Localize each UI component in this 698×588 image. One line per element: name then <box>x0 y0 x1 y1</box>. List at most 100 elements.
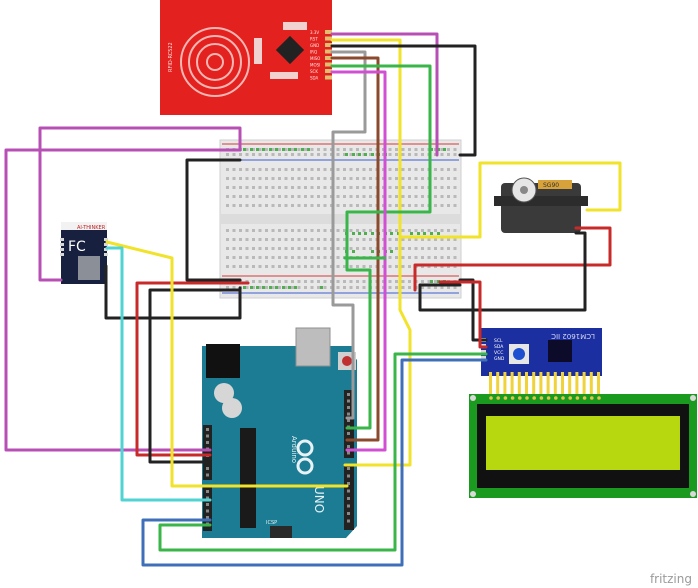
i2c-header-pin <box>575 372 579 394</box>
breadboard-hole <box>434 247 437 250</box>
breadboard-hole <box>252 280 255 283</box>
breadboard-hole <box>336 229 340 232</box>
breadboard-hole <box>271 204 275 207</box>
breadboard-hole <box>258 153 262 156</box>
breadboard-hole <box>258 186 262 189</box>
breadboard-hole <box>356 247 359 250</box>
breadboard-hole <box>434 186 437 189</box>
breadboard-hole-active <box>262 148 265 151</box>
breadboard-hole <box>278 177 281 180</box>
breadboard-hole <box>453 256 457 259</box>
breadboard-hole <box>388 247 392 250</box>
breadboard-hole <box>245 247 249 250</box>
breadboard-hole <box>271 247 275 250</box>
breadboard-hole <box>408 238 411 241</box>
wifi-pin <box>104 253 108 256</box>
breadboard-hole <box>258 148 262 151</box>
breadboard-hole <box>453 238 457 241</box>
breadboard-hole <box>362 177 366 180</box>
header-pin <box>206 503 209 506</box>
breadboard-hole <box>258 177 262 180</box>
breadboard-hole-active <box>371 250 374 253</box>
header-pin <box>347 393 350 396</box>
breadboard-hole <box>408 186 411 189</box>
breadboard-hole <box>421 256 424 259</box>
breadboard-hole <box>245 168 249 171</box>
breadboard-hole <box>440 229 444 232</box>
breadboard-hole-active <box>430 280 433 283</box>
breadboard-hole <box>362 204 366 207</box>
board-brand-label: Arduino <box>290 436 298 463</box>
rfid-pin-label: SDA <box>310 76 319 81</box>
i2c-header-pin <box>597 372 600 394</box>
breadboard-hole <box>401 238 405 241</box>
header-pin <box>206 473 209 477</box>
breadboard-hole <box>395 186 398 189</box>
breadboard-hole <box>395 177 398 180</box>
breadboard-hole <box>356 168 359 171</box>
breadboard-hole <box>369 247 372 250</box>
breadboard-hole <box>349 247 353 250</box>
breadboard-hole <box>421 286 424 289</box>
breadboard-hole <box>271 265 275 268</box>
breadboard-hole <box>421 177 424 180</box>
breadboard-hole <box>421 148 424 151</box>
breadboard-hole <box>408 286 411 289</box>
i2c-header-pin <box>503 372 507 394</box>
breadboard-hole <box>258 195 262 198</box>
wire-red <box>413 226 612 292</box>
i2c-pin-label: SCL <box>494 338 503 344</box>
breadboard-hole <box>421 186 424 189</box>
breadboard-hole-active <box>250 286 253 289</box>
breadboard-hole <box>362 229 366 232</box>
breadboard-hole <box>434 256 437 259</box>
lcd-header-hole <box>568 396 572 400</box>
breadboard-hole <box>297 238 301 241</box>
breadboard-hole <box>395 256 398 259</box>
breadboard-hole <box>440 238 444 241</box>
rfid-pin <box>325 62 332 67</box>
breadboard-hole <box>349 186 353 189</box>
breadboard-hole <box>369 186 372 189</box>
breadboard-hole <box>447 186 450 189</box>
lcd-header-hole <box>496 396 501 400</box>
breadboard-hole <box>362 168 366 171</box>
breadboard-hole <box>252 186 255 189</box>
breadboard-hole-active <box>288 286 291 289</box>
breadboard-hole <box>408 265 411 268</box>
breadboard-hole <box>245 238 249 241</box>
breadboard-hole <box>414 148 418 151</box>
breadboard-hole <box>245 195 249 198</box>
breadboard-hole <box>395 204 398 207</box>
breadboard-hole <box>349 148 353 151</box>
breadboard-hole <box>291 286 294 289</box>
lcd-header-hole <box>582 396 587 400</box>
breadboard-hole <box>258 286 262 289</box>
i2c-label: LCM1602 IIC <box>551 332 595 340</box>
breadboard-hole <box>304 204 307 207</box>
breadboard-hole <box>304 238 307 241</box>
breadboard-hole <box>297 247 301 250</box>
breadboard-hole-active <box>364 153 367 156</box>
breadboard-hole-active <box>288 148 291 151</box>
breadboard-hole <box>258 168 262 171</box>
breadboard-hole <box>310 153 314 156</box>
breadboard-hole <box>440 148 444 151</box>
fritzing-watermark: fritzing <box>649 572 692 586</box>
wifi-pin <box>60 253 64 256</box>
breadboard-hole-active <box>345 153 348 156</box>
breadboard-hole <box>323 204 327 207</box>
breadboard-hole <box>317 286 320 289</box>
breadboard-hole <box>310 286 314 289</box>
breadboard-hole <box>265 148 268 151</box>
breadboard-hole <box>388 256 392 259</box>
breadboard-hole <box>317 153 320 156</box>
breadboard-hole <box>232 153 236 156</box>
breadboard-hole <box>414 256 418 259</box>
breadboard-hole <box>343 168 346 171</box>
lcd-display <box>469 394 697 498</box>
breadboard-hole <box>284 177 288 180</box>
header-pin <box>347 512 350 515</box>
breadboard-hole <box>291 186 294 189</box>
breadboard-hole <box>252 153 255 156</box>
